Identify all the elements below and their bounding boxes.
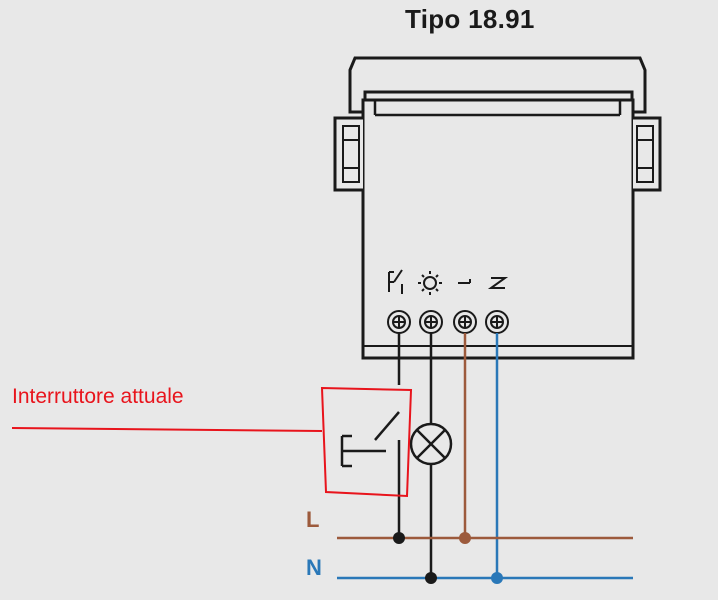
switch-symbol-icon: [340, 434, 386, 468]
terminal-L-glyph: [458, 279, 471, 284]
annotation-label: Interruttore attuale: [12, 385, 184, 408]
junction-dot: [393, 532, 405, 544]
wires: [337, 333, 633, 580]
lamp-icon: [409, 422, 453, 466]
switch-contact: [374, 411, 400, 441]
annotation-highlight: [11, 386, 413, 498]
line-label-N: N: [306, 555, 322, 580]
junction-dot: [425, 572, 437, 584]
lamp-sun-icon: [418, 271, 442, 295]
terminal-N-glyph: [487, 277, 509, 289]
screw-terminal-lamp: [419, 310, 443, 334]
junction-dot: [491, 572, 503, 584]
screw-terminal-L: [453, 310, 477, 334]
junction-dots: [393, 532, 503, 584]
junction-dot: [459, 532, 471, 544]
device-title: Tipo 18.91: [405, 4, 535, 34]
switch-icon: [388, 269, 403, 294]
screw-terminal-N: [485, 310, 509, 334]
screw-terminal-switch: [387, 310, 411, 334]
line-label-L: L: [306, 507, 320, 532]
